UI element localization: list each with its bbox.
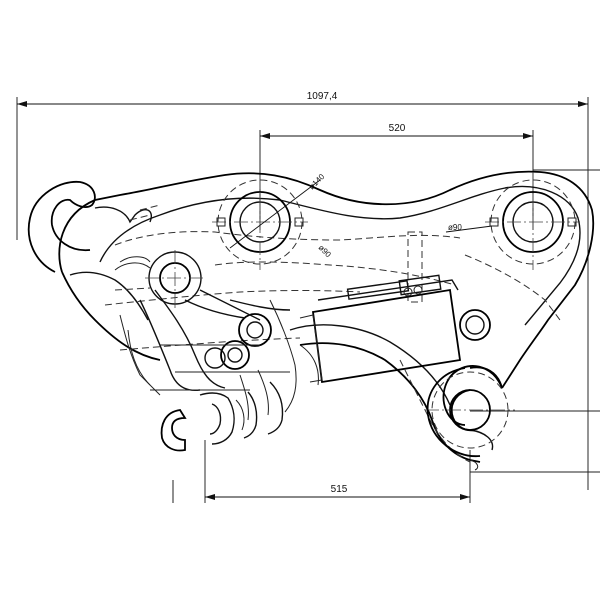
pin-diameter-small-label: ø90 (317, 243, 334, 260)
coupler-body (27, 170, 595, 471)
lower-jaws (160, 381, 284, 452)
rear-jaw (426, 367, 481, 457)
rear-cylinder-pin (459, 309, 491, 341)
overall-width-label: 1097,4 (307, 91, 338, 102)
front-pin (145, 250, 205, 308)
hidden-lines (104, 204, 561, 463)
locking-mechanism (114, 256, 319, 421)
left-pin: ø140 ø90 (212, 172, 333, 270)
pin-diameter-right-label: ø90 (448, 223, 462, 232)
overall-width-dimension: 1097,4 (16, 91, 589, 490)
lower-spacing-dimension: 515 (172, 440, 471, 503)
right-extension-lines (470, 169, 600, 473)
hydraulic-cylinder (299, 274, 462, 384)
right-pin: ø90 (445, 172, 580, 270)
pin-spacing-label: 520 (389, 123, 406, 134)
lower-spacing-label: 515 (331, 484, 348, 495)
